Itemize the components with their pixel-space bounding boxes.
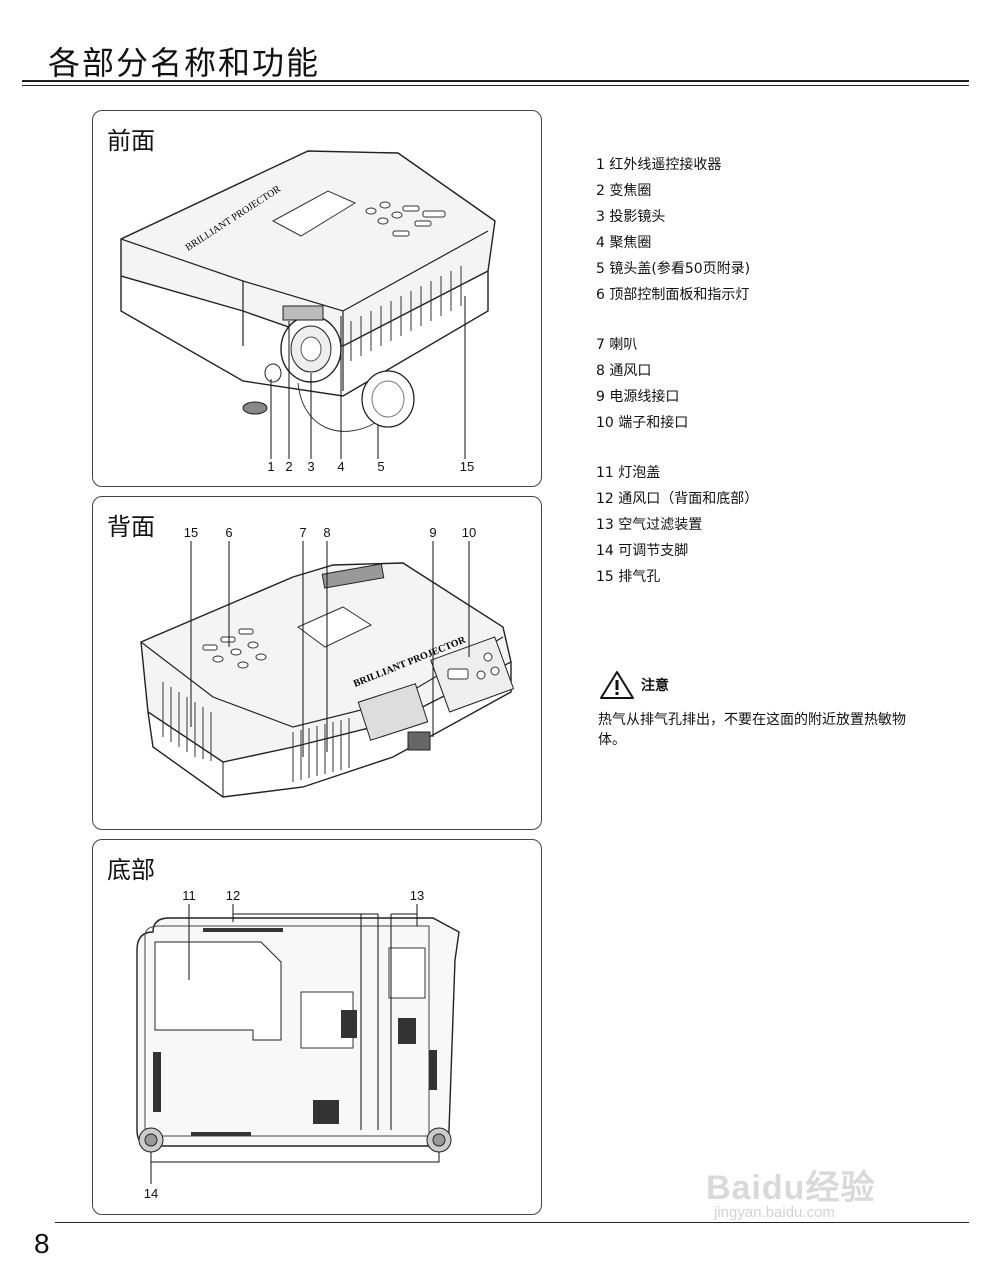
watermark-url: jingyan.baidu.com	[714, 1204, 835, 1221]
footer-rule	[55, 1222, 969, 1223]
list-item: 12 通风口（背面和底部）	[596, 491, 759, 507]
callout-label: 7	[299, 525, 307, 540]
page-number: 8	[34, 1228, 50, 1259]
parts-list: 1 红外线遥控接收器 2 变焦圈 3 投影镜头 4 聚焦圈 5 镜头盖(参看50…	[596, 152, 758, 590]
list-item: 13 空气过滤装置	[596, 517, 703, 533]
list-item: 9 电源线接口	[596, 389, 680, 405]
callout-label: 15	[183, 525, 199, 540]
callout-label: 15	[459, 459, 475, 474]
front-projector-illustration: BRILLIANT PROJECTOR	[120, 150, 496, 459]
list-item: 1 红外线遥控接收器	[596, 157, 722, 173]
page-title: 各部分名称和功能	[48, 44, 321, 82]
watermark-logo: Baidu经验	[706, 1169, 876, 1207]
back-view-title: 背面	[107, 513, 155, 541]
list-item: 8 通风口	[596, 363, 652, 379]
bottom-view-title: 底部	[107, 856, 155, 884]
title-rule	[22, 80, 969, 82]
list-item: 7 喇叭	[596, 337, 638, 353]
callout-label: 5	[377, 459, 385, 474]
front-view-title: 前面	[107, 127, 155, 155]
list-item: 11 灯泡盖	[596, 465, 661, 481]
callout-label: 2	[285, 459, 293, 474]
callout-label: 12	[225, 888, 241, 903]
list-item: 5 镜头盖(参看50页附录)	[596, 261, 751, 277]
callout-label: 8	[323, 525, 331, 540]
list-item: 6 顶部控制面板和指示灯	[596, 287, 750, 303]
callout-label: 11	[182, 888, 196, 903]
bottom-projector-illustration	[136, 904, 460, 1184]
list-item: 2 变焦圈	[596, 183, 652, 199]
warning-icon	[600, 671, 634, 699]
back-projector-illustration: BRILLIANT PROJECTOR	[140, 541, 515, 798]
list-item: 3 投影镜头	[596, 209, 666, 225]
callout-label: 9	[429, 525, 437, 540]
list-item: 4 聚焦圈	[596, 235, 652, 251]
callout-label: 14	[143, 1186, 159, 1201]
caution-text: 热气从排气孔排出，不要在这面的附近放置热敏物体。	[598, 712, 906, 748]
back-view-panel: 背面 15 6 7 8 9 10 BRILLIANT PROJECTOR	[92, 496, 542, 830]
callout-label: 1	[267, 459, 275, 474]
bottom-view-panel: 底部 11 12 13 14	[92, 839, 542, 1215]
list-item: 10 端子和接口	[596, 415, 689, 431]
callout-label: 6	[225, 525, 233, 540]
callout-label: 3	[307, 459, 315, 474]
caution-title: 注意	[641, 678, 669, 694]
callout-label: 10	[461, 525, 477, 540]
title-rule-thin	[22, 85, 969, 86]
callout-label: 4	[337, 459, 345, 474]
list-item: 14 可调节支脚	[596, 543, 689, 559]
callout-label: 13	[409, 888, 425, 903]
front-view-panel: 前面 BRILLIANT PROJECTOR	[92, 110, 542, 487]
list-item: 15 排气孔	[596, 569, 661, 585]
